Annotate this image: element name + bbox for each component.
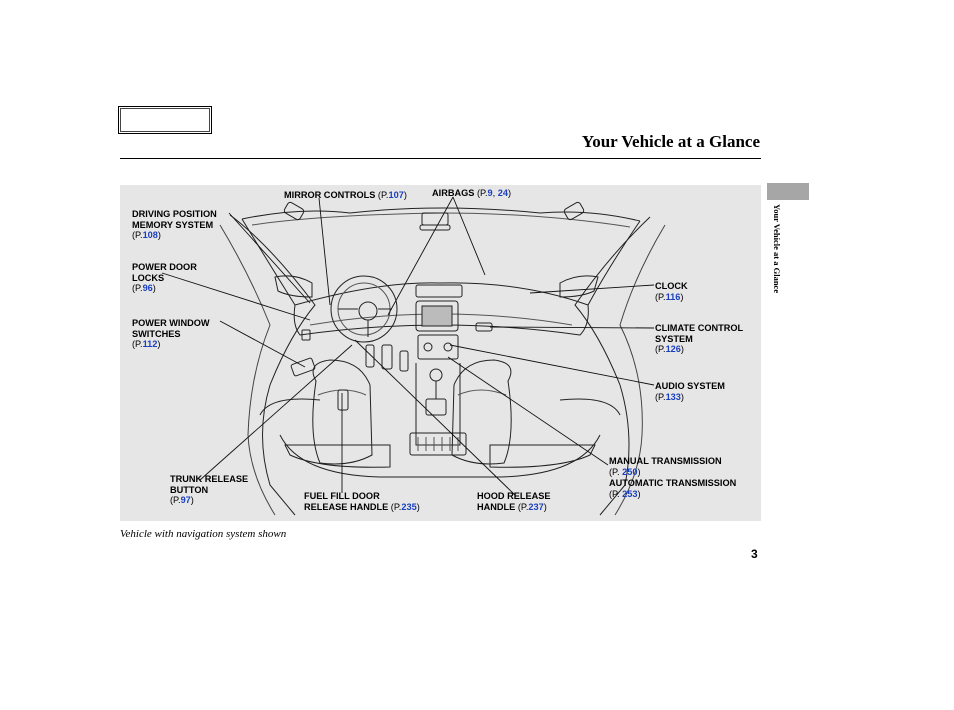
page-link[interactable]: 108 <box>142 230 158 240</box>
page-link[interactable]: 96 <box>142 283 153 293</box>
page-link[interactable]: 107 <box>388 190 404 200</box>
figure-caption: Vehicle with navigation system shown <box>120 528 287 540</box>
title-rule <box>120 158 761 159</box>
page-link[interactable]: 133 <box>665 391 681 402</box>
label-hood-release: HOOD RELEASE HANDLE (P.237) <box>477 491 551 512</box>
page-link[interactable]: 126 <box>665 344 681 354</box>
page-title: Your Vehicle at a Glance <box>581 132 760 151</box>
page-link[interactable]: 97 <box>180 495 191 505</box>
label-audio-system: AUDIO SYSTEM (P.133) <box>655 381 725 402</box>
page-link[interactable]: 253 <box>622 488 638 499</box>
label-manual-transmission: MANUAL TRANSMISSION (P. 250) <box>609 456 722 477</box>
label-airbags: AIRBAGS (P.9, 24) <box>432 188 512 198</box>
label-fuel-fill-door: FUEL FILL DOOR RELEASE HANDLE (P.235) <box>304 491 420 512</box>
car-interior-illustration <box>161 196 666 516</box>
label-mirror-controls: MIRROR CONTROLS (P.107) <box>284 190 407 200</box>
side-tab-text: Your Vehicle at a Glance <box>772 204 782 294</box>
page-link[interactable]: 250 <box>622 466 638 477</box>
label-clock: CLOCK (P.116) <box>655 281 688 302</box>
illustration-panel <box>120 185 761 521</box>
page-link[interactable]: 237 <box>528 501 544 512</box>
page-link[interactable]: 235 <box>401 501 417 512</box>
page-link[interactable]: 116 <box>665 291 681 302</box>
page-link[interactable]: 9 <box>487 188 493 198</box>
label-automatic-transmission: AUTOMATIC TRANSMISSION (P. 253) <box>609 478 737 499</box>
nav-box[interactable] <box>118 106 212 134</box>
page-link[interactable]: 112 <box>142 339 158 349</box>
page-link[interactable]: 24 <box>497 188 508 198</box>
page-number: 3 <box>751 547 758 561</box>
side-tab-marker <box>767 183 809 200</box>
